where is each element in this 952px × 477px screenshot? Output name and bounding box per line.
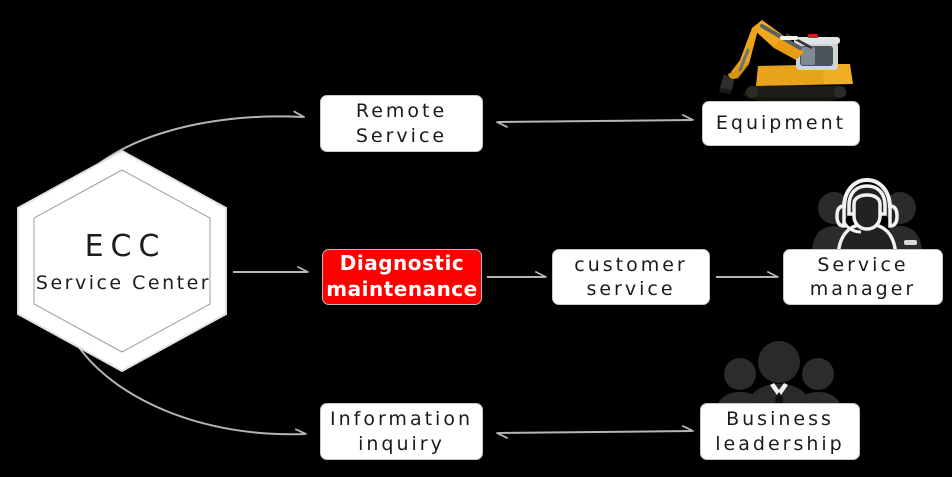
node-customer-service-label: customer service (574, 253, 688, 300)
node-diagnostic-maintenance-label: Diagnostic maintenance (326, 251, 478, 301)
node-diagnostic-maintenance[interactable]: Diagnostic maintenance (322, 249, 482, 305)
node-information-inquiry-label: Information inquiry (330, 408, 473, 455)
node-equipment[interactable]: Equipment (702, 101, 860, 146)
node-service-manager[interactable]: Service manager (783, 249, 943, 305)
node-information-inquiry[interactable]: Information inquiry (320, 403, 483, 460)
node-remote-service[interactable]: Remote Service (320, 95, 483, 152)
connector-remote-service-to-equipment (496, 114, 694, 128)
node-business-leadership[interactable]: Business leadership (700, 403, 860, 460)
node-ecc-service-center[interactable]: ECC Service Center (14, 148, 230, 374)
connector-information-inquiry-to-business-leadership (496, 425, 694, 439)
hexagon-shape (17, 149, 227, 373)
node-business-leadership-label: Business leadership (715, 408, 845, 455)
node-remote-service-label: Remote Service (355, 100, 448, 147)
excavator-photo (700, 4, 865, 104)
node-customer-service[interactable]: customer service (552, 249, 710, 305)
node-service-manager-label: Service manager (809, 253, 917, 300)
node-equipment-label: Equipment (715, 112, 847, 135)
